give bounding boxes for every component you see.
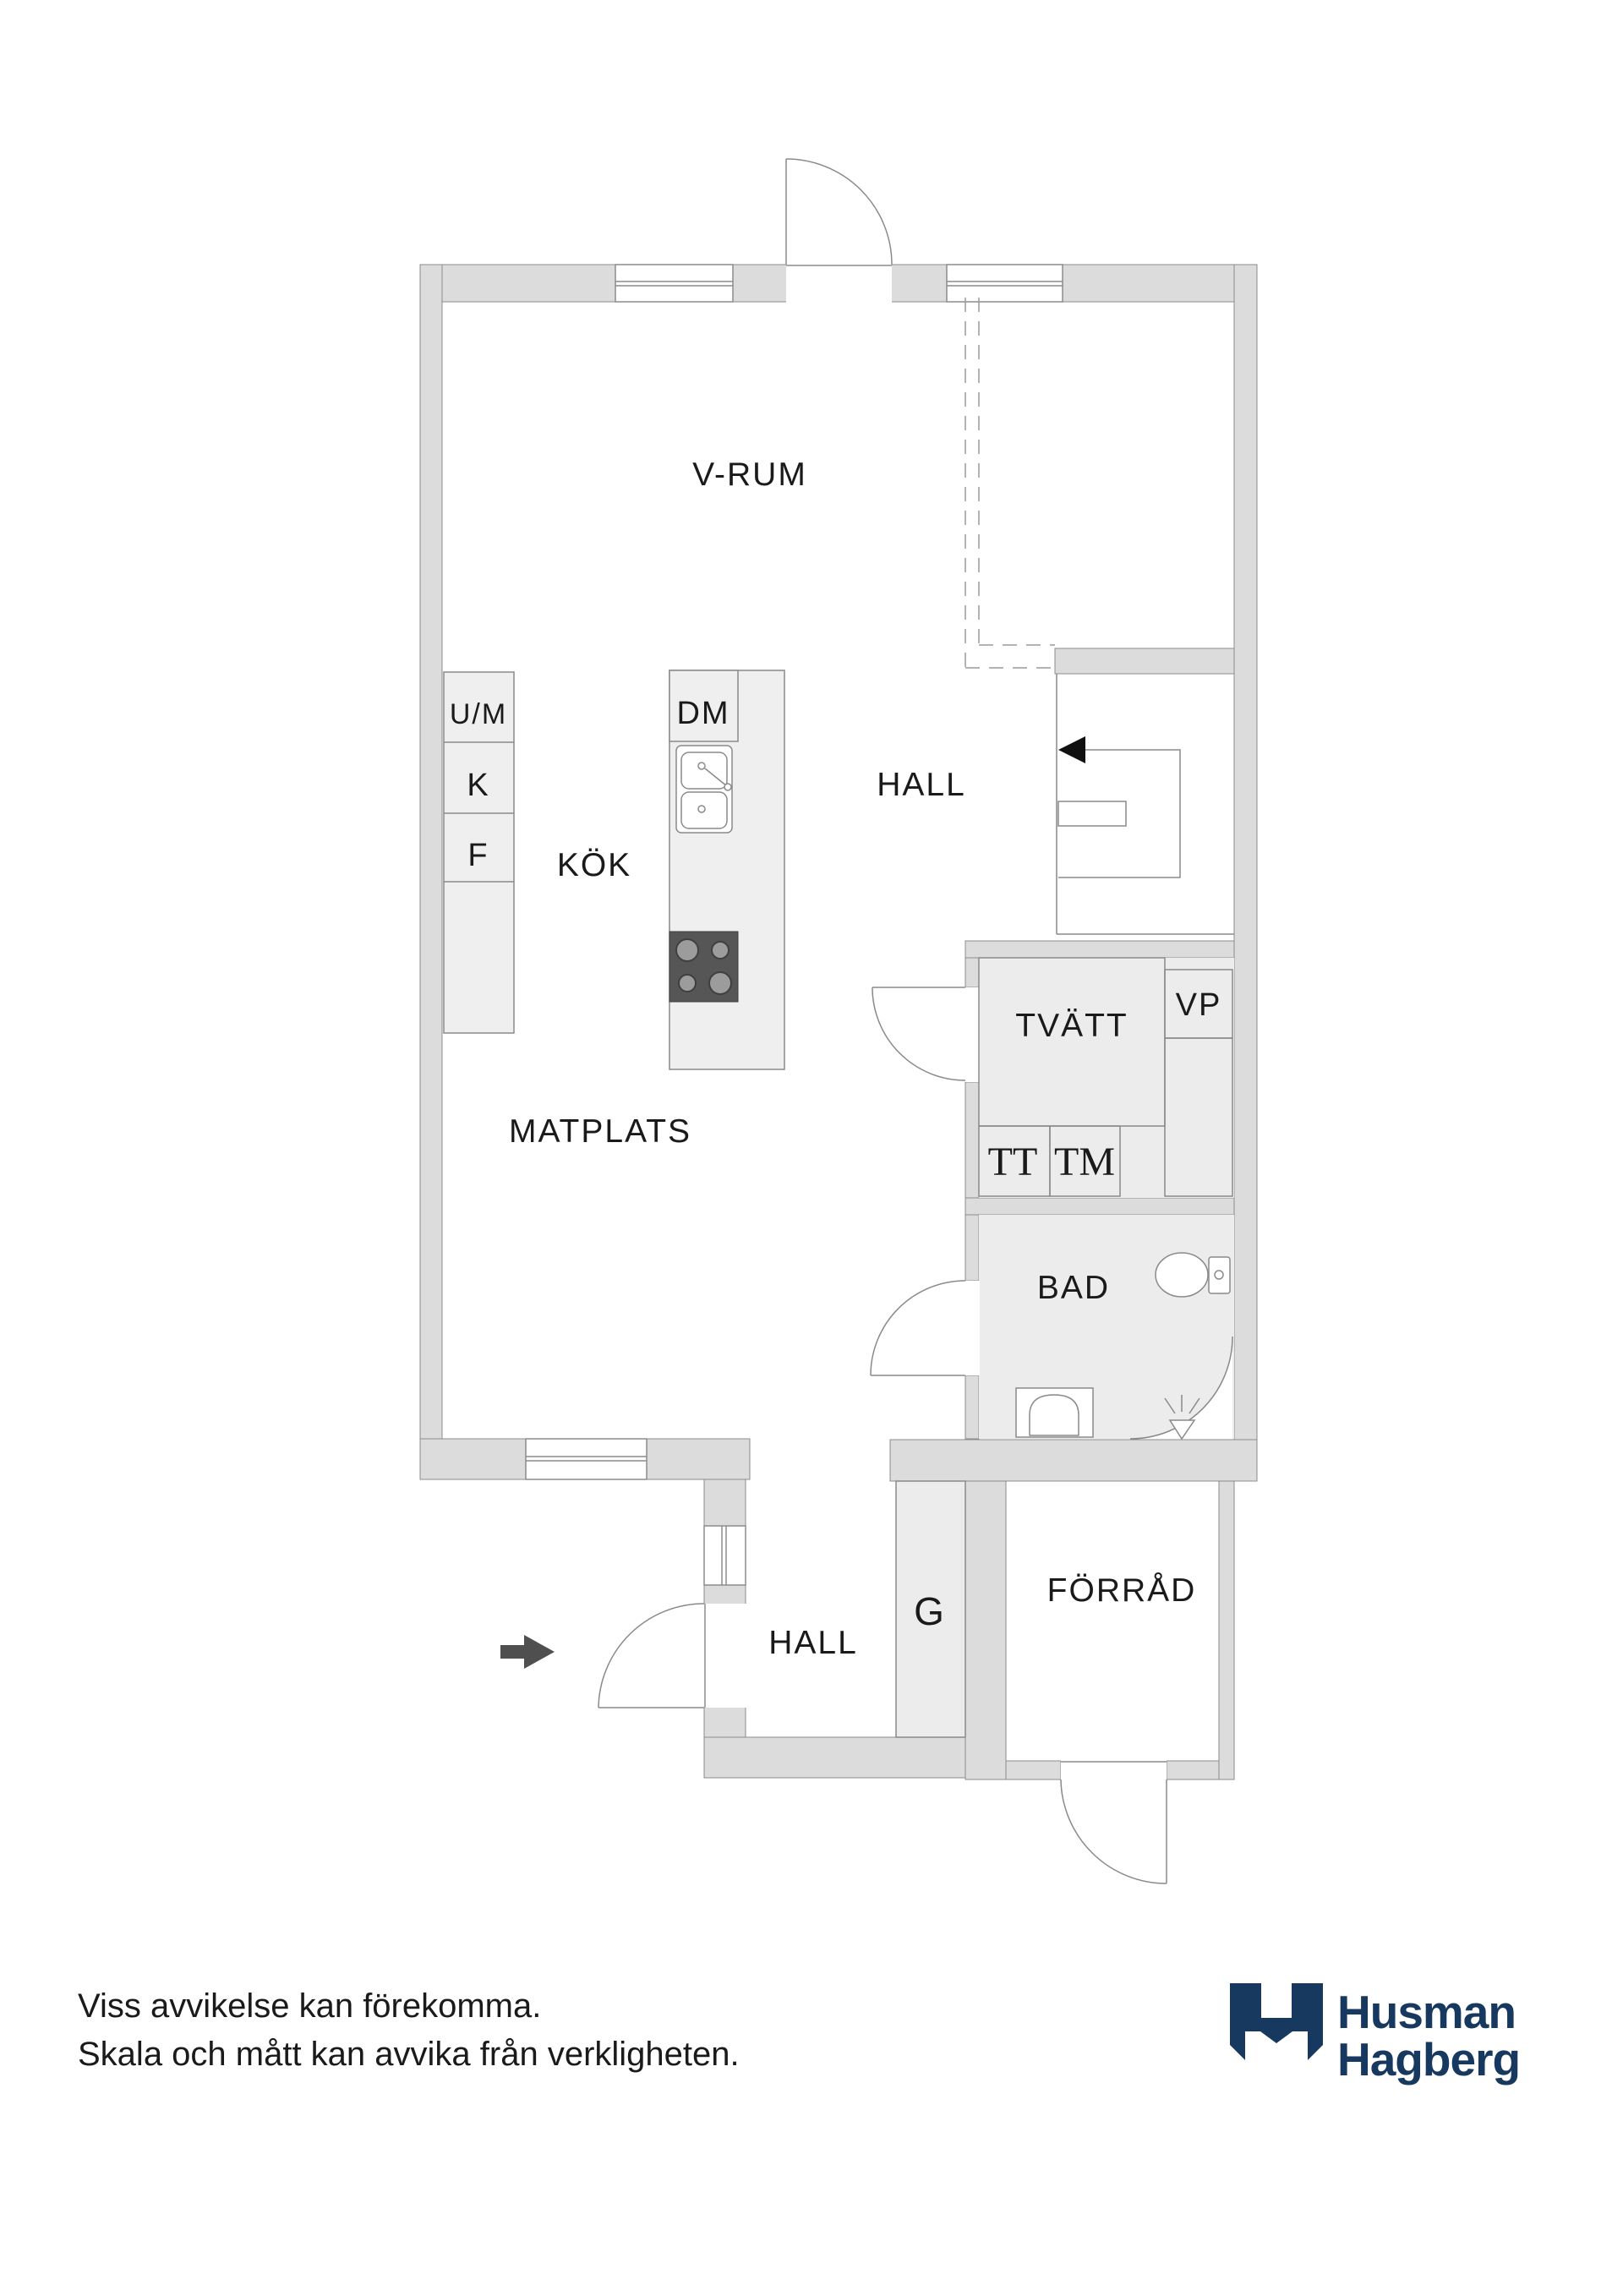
wall-tvatt-left-b [965, 1081, 980, 1199]
room-label-kok: KÖK [557, 847, 631, 883]
fixture-label-f: F [467, 838, 489, 873]
laundry-side-box [1164, 1037, 1233, 1197]
windows [525, 264, 1063, 1586]
wall-bad-left-b [965, 1375, 980, 1440]
wall-band-lower-top [889, 1439, 1258, 1482]
fixture-label-tt: TT [988, 1140, 1038, 1184]
fixture-label-um: U/M [450, 698, 507, 730]
stove-icon [669, 931, 739, 1003]
kitchen [443, 670, 785, 1070]
wall-forrad-bottom-a [1005, 1760, 1062, 1780]
room-label-hall-upper: HALL [877, 767, 966, 803]
kitchen-counter [443, 671, 515, 1034]
tvatt-floor [979, 958, 1234, 1198]
wall-tvatt-left-a [965, 957, 980, 988]
footer-line1: Viss avvikelse kan förekomma. [78, 1987, 541, 2025]
wall-right-lower [1218, 1480, 1235, 1780]
door-opening-face-lines [704, 265, 1167, 1763]
stair-direction-arrow-icon [1058, 736, 1085, 763]
bathroom-fixtures [1015, 1252, 1233, 1440]
laundry-fixtures [978, 957, 1233, 1197]
room-label-forrad: FÖRRÅD [1047, 1572, 1197, 1609]
fixture-label-k: K [467, 768, 489, 803]
shower-icon [1129, 1336, 1233, 1440]
room-label-tvatt: TVÄTT [1015, 1008, 1128, 1044]
fixture-labels: U/M K F DM VP TT TM G [450, 696, 1222, 1633]
toilet-icon [1155, 1252, 1231, 1298]
door-openings [703, 264, 1167, 1780]
door-bad-icon [870, 1280, 966, 1376]
room-label-matplats: MATPLATS [509, 1113, 691, 1150]
wall-right-upper [1233, 264, 1258, 1482]
dishwasher-box [669, 670, 739, 742]
fixture-label-vp: VP [1176, 987, 1222, 1023]
window-matplats-icon [525, 1438, 648, 1480]
door-tvatt-icon [872, 987, 966, 1081]
room-label-vrum: V-RUM [692, 456, 807, 493]
husman-hagberg-logo: Husman Hagberg [1230, 1983, 1521, 2086]
door-entrance-icon [598, 1603, 705, 1708]
wall-tvatt-bad-divider [965, 1197, 1235, 1216]
room-label-bad: BAD [1037, 1270, 1110, 1306]
door-forrad-icon [1060, 1779, 1167, 1884]
window-hall-lower-icon [703, 1525, 746, 1586]
logo-text-line1: Husman [1337, 1986, 1516, 2038]
footer-line2: Skala och mått kan avvika från verklighe… [78, 2036, 740, 2073]
entrance-arrow-icon [500, 1635, 555, 1669]
kitchen-island [669, 670, 785, 1070]
window-top-right-icon [946, 264, 1063, 303]
wall-forrad-bottom-b [1166, 1760, 1220, 1780]
fixture-label-g: G [914, 1589, 946, 1633]
husman-hagberg-logo-mark [1230, 1983, 1323, 2060]
void-dashed-outline [965, 298, 1055, 669]
window-top-left-icon [615, 264, 734, 303]
doors [598, 158, 1167, 1884]
wall-stair-top [1054, 648, 1235, 675]
door-vrum-icon [785, 158, 893, 265]
footer-disclaimer: Viss avvikelse kan förekomma. Skala och … [78, 1987, 740, 2073]
wall-bad-left-a [965, 1214, 980, 1282]
room-label-hall-lower: HALL [768, 1625, 858, 1661]
wardrobe-box [895, 1480, 966, 1738]
wall-left [419, 264, 443, 1480]
wall-forrad-left [965, 1480, 1007, 1780]
room-labels: V-RUM HALL KÖK MATPLATS TVÄTT BAD HALL F… [509, 456, 1197, 1661]
fixture-label-dm: DM [676, 696, 730, 731]
kitchen-sink-icon [675, 745, 733, 834]
fixture-label-tm: TM [1054, 1140, 1115, 1184]
washer-box [1049, 1125, 1121, 1197]
wall-tvatt-top [965, 940, 1235, 959]
stairs [1056, 674, 1234, 935]
wall-bottom-band-left [703, 1736, 966, 1779]
logo-text-line2: Hagberg [1337, 2033, 1520, 2086]
bathroom-sink-icon [1015, 1387, 1094, 1438]
